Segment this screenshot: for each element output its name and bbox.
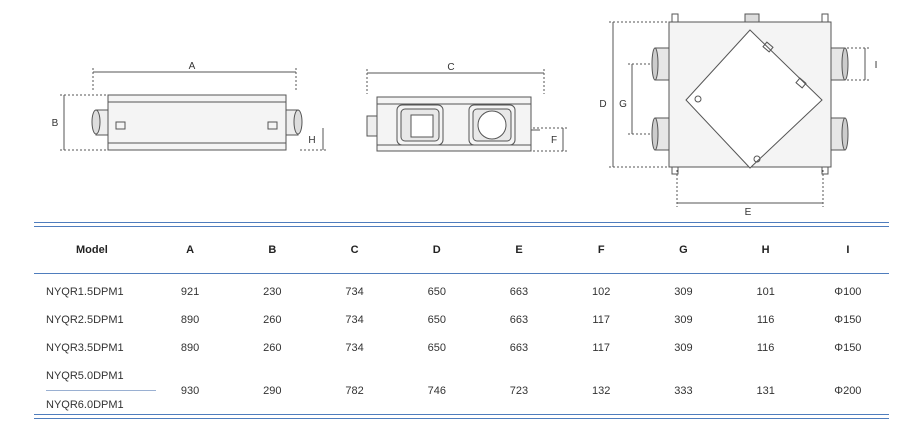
value-cell-g: 309 [674,342,693,354]
value-cell-i: Φ150 [834,314,862,326]
value-cell-f: 117 [592,314,610,326]
value-cell-a: 890 [180,342,200,354]
model-name: NYQR5.0DPM1 [46,362,156,391]
value-cell-i: Φ200 [834,384,862,397]
value-cell-e: 663 [509,286,529,298]
model-cell-group: NYQR5.0DPM1 NYQR6.0DPM1 [34,362,156,419]
value-cell-b: 260 [263,342,282,354]
dim-label-g: G [619,99,627,110]
col-header-b: B [268,244,277,256]
col-header-c: C [350,244,359,256]
col-header-a: A [186,244,195,256]
col-header-h: H [761,244,770,256]
dim-label-i: I [875,60,878,71]
value-cell-g: 309 [674,314,693,326]
table-top-rule [34,222,889,223]
value-cell-e: 663 [509,314,529,326]
col-header-g: G [679,244,688,256]
value-cell-d: 650 [427,286,446,298]
value-cell-i: Φ100 [834,286,862,298]
value-cell-c: 734 [345,314,364,326]
spec-table: Model A B C D E F G H I NYQR1.5DPM1 921 … [34,222,889,419]
dim-label-c: C [447,62,454,73]
table-header-rule [34,273,889,274]
dim-label-e: E [745,207,752,215]
col-header-e: E [515,244,523,256]
table-row: NYQR3.5DPM1 890 260 734 650 663 117 309 … [34,334,889,362]
value-cell-h: 131 [756,384,775,397]
table-header-row: Model A B C D E F G H I [34,222,889,278]
front-view-drawing [60,68,327,151]
value-cell-d: 650 [427,342,446,354]
value-cell-c: 782 [345,384,364,397]
table-top-rule-2 [34,226,889,227]
dimension-drawings: A B H C F D G E I [52,13,878,215]
dim-label-h: H [308,135,315,146]
value-cell-f: 102 [592,286,611,298]
value-cell-a: 921 [180,286,200,298]
model-cell: NYQR2.5DPM1 [46,314,124,326]
value-cell-a: 930 [180,384,200,397]
value-cell-a: 890 [180,314,200,326]
value-cell-c: 734 [345,286,364,298]
model-cell: NYQR3.5DPM1 [46,342,124,354]
col-header-d: D [432,244,441,256]
value-cell-f: 132 [592,384,611,397]
value-cell-g: 333 [674,384,693,397]
dim-label-b: B [52,118,59,129]
value-cell-f: 117 [592,342,610,354]
table-row: NYQR2.5DPM1 890 260 734 650 663 117 309 … [34,306,889,334]
value-cell-h: 101 [756,286,775,298]
table-row: NYQR1.5DPM1 921 230 734 650 663 102 309 … [34,278,889,306]
dim-label-f: F [551,135,557,146]
col-header-i: I [846,244,850,256]
value-cell-d: 746 [427,384,446,397]
table-bottom-rule [34,414,889,415]
value-cell-b: 260 [263,314,282,326]
value-cell-b: 290 [263,384,282,397]
col-header-model: Model [76,244,108,256]
side-view-drawing [366,69,567,152]
top-view-drawing [609,13,869,207]
dim-label-d: D [599,99,606,110]
model-cell: NYQR1.5DPM1 [46,286,124,298]
dim-label-a: A [189,61,196,72]
col-header-f: F [597,244,605,256]
value-cell-h: 116 [756,314,775,326]
value-cell-d: 650 [427,314,446,326]
model-name: NYQR6.0DPM1 [46,399,124,411]
value-cell-b: 230 [263,286,282,298]
value-cell-c: 734 [345,342,364,354]
table-bottom-rule-2 [34,418,889,419]
value-cell-g: 309 [674,286,693,298]
value-cell-e: 723 [509,384,529,397]
value-cell-i: Φ150 [834,342,862,354]
table-row: NYQR5.0DPM1 NYQR6.0DPM1 930 290 782 746 … [34,362,889,419]
value-cell-e: 663 [509,342,529,354]
value-cell-h: 116 [756,342,775,354]
